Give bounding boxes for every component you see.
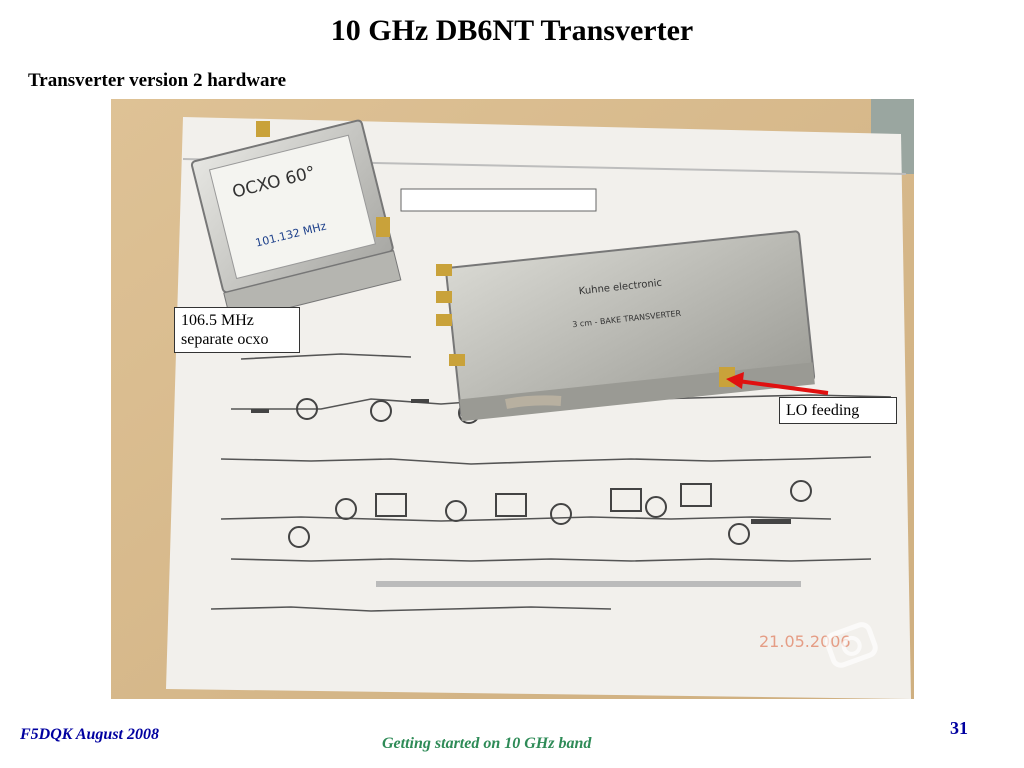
camera-watermark-icon: [824, 622, 878, 668]
footer-author: F5DQK August 2008: [20, 726, 159, 743]
footer-title: Getting started on 10 GHz band: [382, 735, 592, 752]
slide-title: 10 GHz DB6NT Transverter: [330, 14, 694, 47]
ocxo-callout: 106.5 MHz separate ocxo: [174, 307, 300, 353]
slide-subtitle: Transverter version 2 hardware: [28, 70, 287, 91]
lo-callout: LO feeding: [779, 397, 897, 424]
page-number: 31: [950, 718, 968, 738]
